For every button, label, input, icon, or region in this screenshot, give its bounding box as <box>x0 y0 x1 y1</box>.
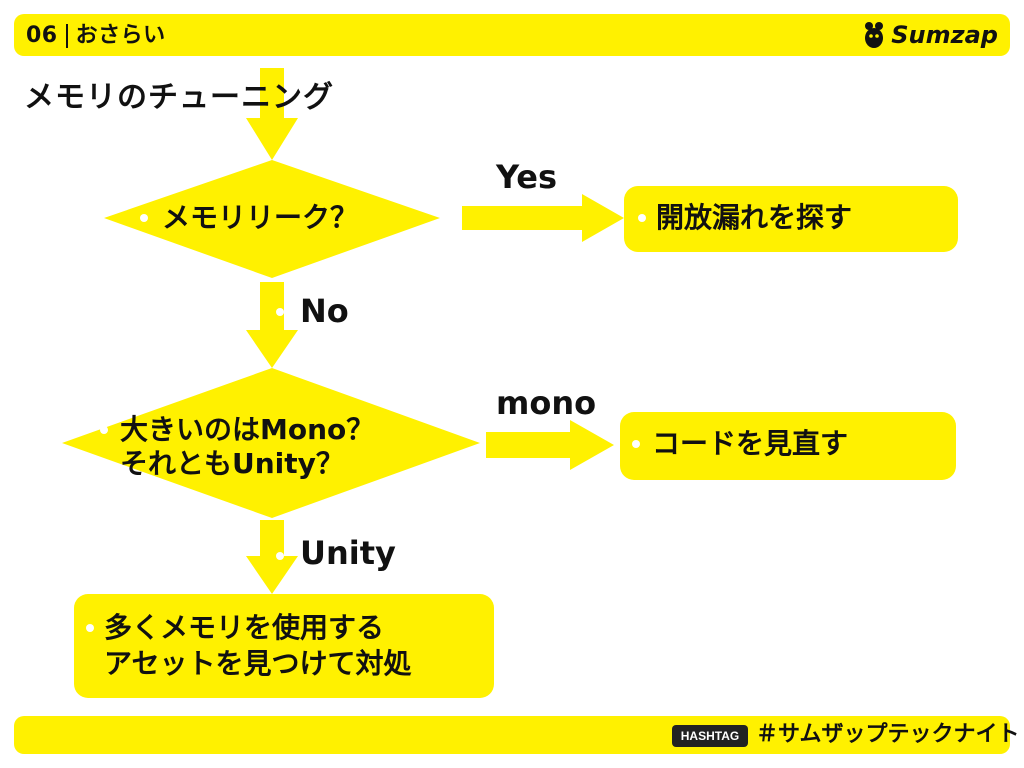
action-assets-label-line2: アセットを見つけて対処 <box>104 647 412 680</box>
edge-label-mono: mono <box>496 384 597 422</box>
action-review-code-label: コードを見直す <box>652 427 849 460</box>
decision-mono-unity-label-line1: 大きいのはMono？ <box>120 413 375 446</box>
footer-bar <box>14 716 1010 754</box>
edge-label-yes: Yes <box>496 158 557 196</box>
mono-arrow <box>486 420 614 470</box>
hashtag-badge: HASHTAG <box>672 725 748 747</box>
decision-memory-leak-label: メモリリーク？ <box>162 201 359 234</box>
decision-memory-leak-shape <box>104 160 440 278</box>
header-bar <box>14 14 1010 56</box>
brand-name: Sumzap <box>891 21 998 49</box>
hashtag-text: ＃サムザップテックナイト <box>756 722 1020 747</box>
section-label: 06 おさらい <box>26 22 166 50</box>
decision-mono-unity-shape <box>62 368 480 518</box>
edge-label-unity: Unity <box>300 534 396 572</box>
bullet-dot <box>140 214 148 222</box>
unity-arrow <box>246 520 298 594</box>
brand-logo: Sumzap <box>863 20 998 50</box>
entry-arrow <box>246 68 298 160</box>
section-number: 06 <box>26 23 58 48</box>
bullet-dot <box>276 552 284 560</box>
edge-label-no: No <box>300 292 349 330</box>
action-assets-box <box>74 594 494 698</box>
bullet-dot <box>276 308 284 316</box>
action-find-leak-box <box>624 186 958 252</box>
page-title: メモリのチューニング <box>24 80 334 115</box>
no-arrow <box>246 282 298 368</box>
bullet-dot <box>638 214 646 222</box>
decision-mono-unity-label-line2: それともUnity？ <box>120 447 344 480</box>
section-divider <box>65 24 68 48</box>
bullet-dot <box>100 426 108 434</box>
action-assets-label-line1: 多くメモリを使用する <box>104 611 385 644</box>
action-review-code-box <box>620 412 956 480</box>
yes-arrow <box>462 194 624 242</box>
section-title: おさらい <box>75 23 166 48</box>
bullet-dot <box>632 440 640 448</box>
bullet-dot <box>86 624 94 632</box>
action-find-leak-label: 開放漏れを探す <box>656 201 853 234</box>
sumzap-mascot-icon <box>865 22 884 48</box>
